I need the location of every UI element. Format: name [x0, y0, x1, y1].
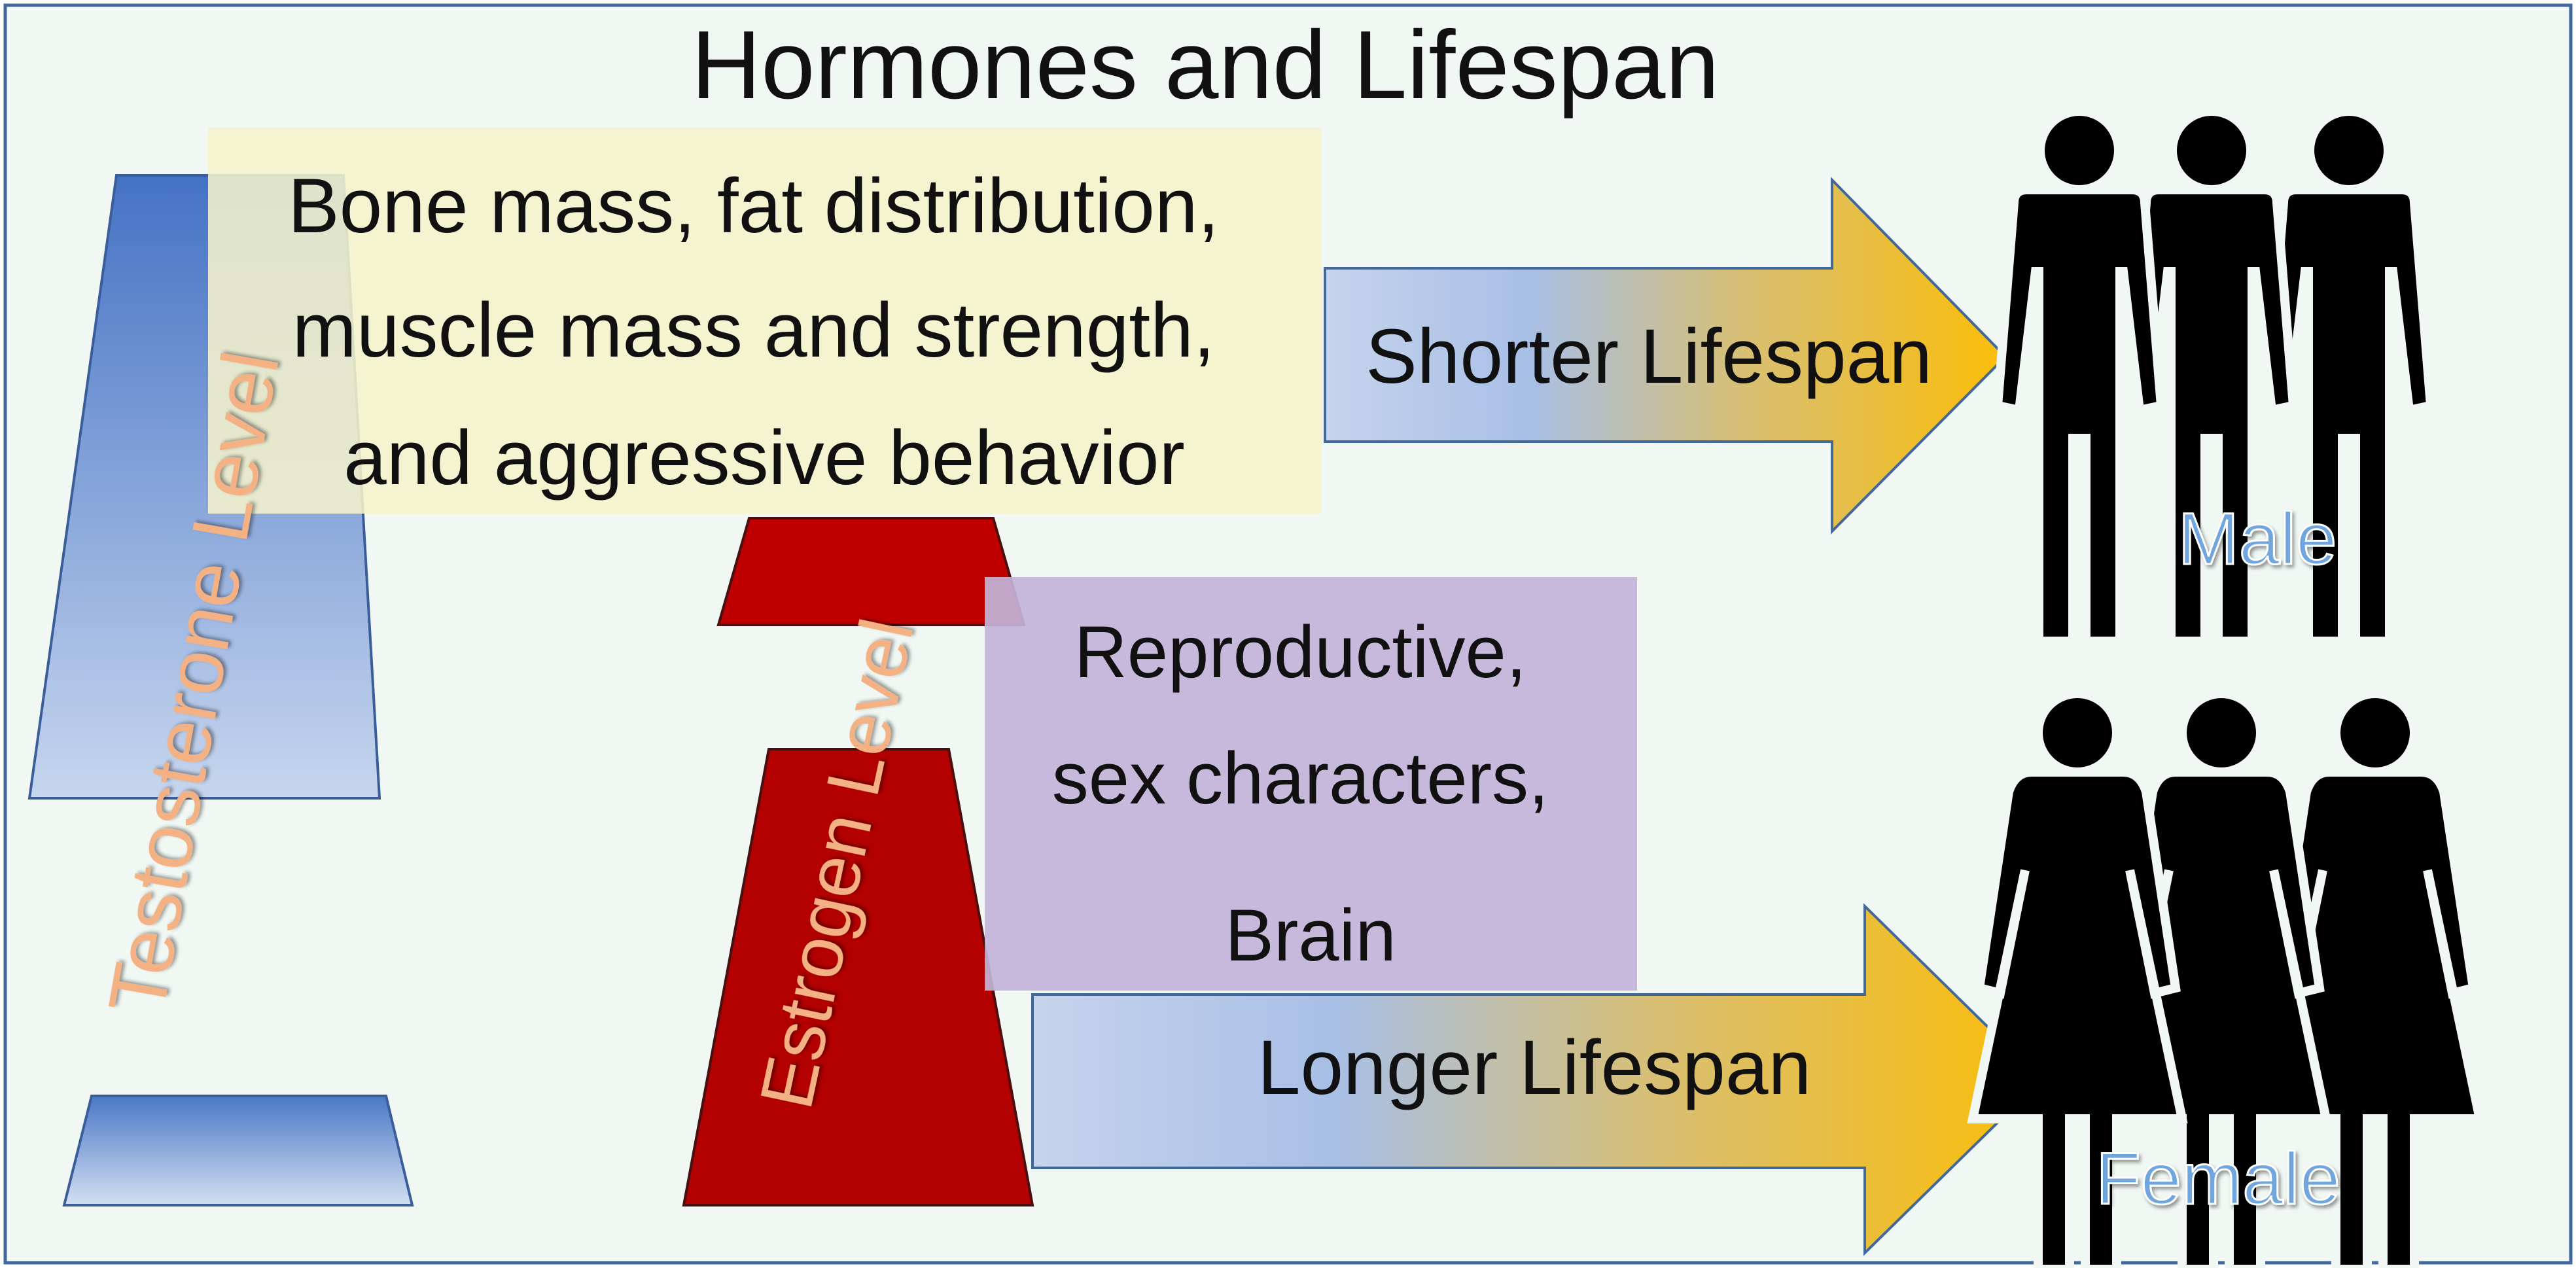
shorter-lifespan-label: Shorter Lifespan — [1366, 313, 1932, 400]
diagram-title: Hormones and Lifespan — [691, 11, 1719, 119]
testosterone-effect-line-3: and aggressive behavior — [344, 415, 1185, 501]
testosterone-effects-box — [208, 128, 1322, 514]
shorter-lifespan-arrow — [1324, 177, 2007, 535]
longer-lifespan-arrow — [1031, 903, 2043, 1256]
testosterone-effect-line-1: Bone mass, fat distribution, — [288, 163, 1219, 249]
estrogen-effects-text: Reproductive, sex characters, Brain — [1052, 611, 1570, 976]
longer-lifespan-label: Longer Lifespan — [1258, 1025, 1811, 1111]
testosterone-base-bar — [62, 1095, 414, 1206]
male-group-label: Male — [2178, 498, 2337, 580]
estrogen-effect-line-3: Brain — [1225, 894, 1396, 976]
estrogen-effects-box — [985, 577, 1637, 991]
estrogen-effect-line-2: sex characters, — [1052, 737, 1549, 819]
estrogen-effect-line-1: Reproductive, — [1074, 611, 1526, 693]
estrogen-level-bar — [682, 748, 1034, 1206]
testosterone-effect-line-2: muscle mass and strength, — [292, 287, 1215, 374]
estrogen-cap-bar — [716, 517, 1026, 626]
female-group-label: Female — [2096, 1138, 2340, 1220]
testosterone-effects-text: Bone mass, fat distribution, muscle mass… — [288, 163, 1241, 501]
